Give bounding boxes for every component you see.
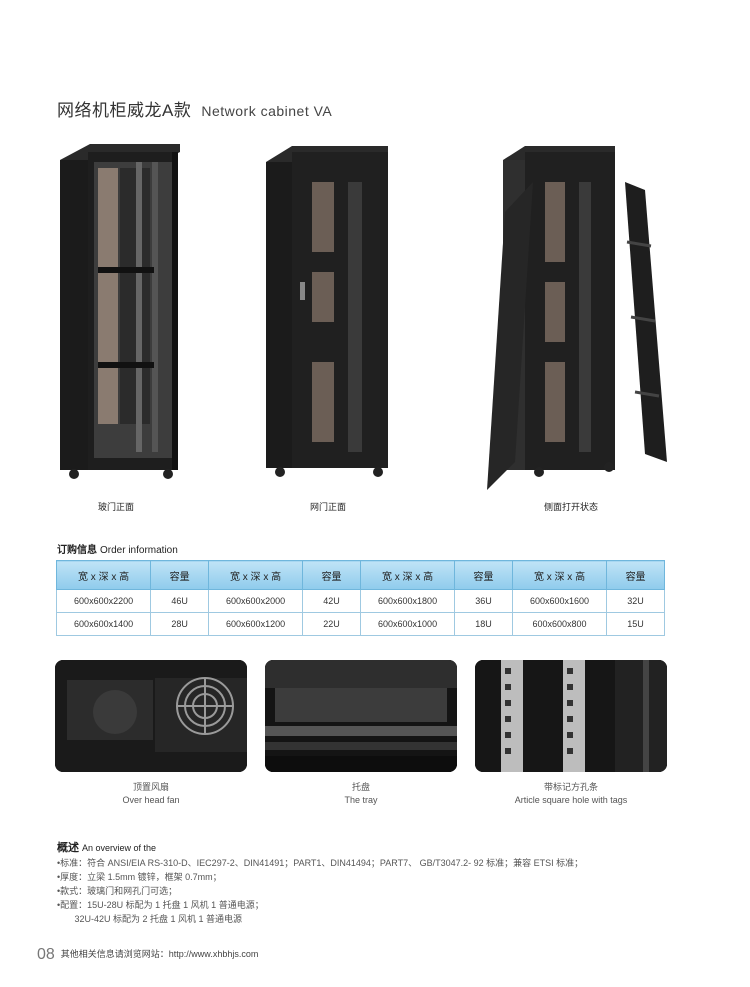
- table-row: 600x600x1400 28U 600x600x1200 22U 600x60…: [55, 612, 665, 636]
- table-cell: 46U: [150, 589, 209, 613]
- overview-line-thickness: •厚度：立梁 1.5mm 镀锌，框架 0.7mm；: [57, 872, 222, 882]
- overview-line-config-2: 32U-42U 标配为 2 托盘 1 风机 1 普通电源: [57, 914, 243, 924]
- overview-line-config: •配置：15U-28U 标配为 1 托盘 1 风机 1 普通电源；: [57, 900, 264, 910]
- header-size: 宽 x 深 x 高: [55, 560, 152, 590]
- header-size: 宽 x 深 x 高: [207, 560, 304, 590]
- header-size: 宽 x 深 x 高: [359, 560, 456, 590]
- header-capacity: 容量: [606, 560, 665, 590]
- order-info-table: 宽 x 深 x 高 容量 宽 x 深 x 高 容量 宽 x 深 x 高 容量 宽…: [55, 560, 665, 636]
- header-capacity: 容量: [454, 560, 513, 590]
- table-cell: 18U: [454, 612, 513, 636]
- photo-caption-fan: 顶置风扇 Over head fan: [122, 782, 180, 805]
- table-cell: 28U: [150, 612, 209, 636]
- overview-line-style: •款式：玻璃门和网孔门可选；: [57, 886, 178, 896]
- page-number: 08: [37, 946, 55, 963]
- cabinet-caption-glass: 玻门正面: [97, 502, 134, 512]
- glass-door-cabinet-image: [60, 144, 180, 479]
- table-cell: 600x600x2000: [207, 589, 304, 613]
- overhead-fan-photo: [55, 660, 247, 772]
- overview-line-standard: •标准：符合 ANSI/EIA RS-310-D、IEC297-2、DIN414…: [57, 858, 584, 868]
- table-cell: 600x600x1200: [207, 612, 304, 636]
- table-cell: 32U: [606, 589, 665, 613]
- header-capacity: 容量: [150, 560, 209, 590]
- table-header-row: 宽 x 深 x 高 容量 宽 x 深 x 高 容量 宽 x 深 x 高 容量 宽…: [55, 560, 665, 590]
- photo-caption-strip: 带标记方孔条 Article square hole with tags: [514, 782, 628, 805]
- header-size: 宽 x 深 x 高: [511, 560, 608, 590]
- footer-website: 其他相关信息请浏览网站：http://www.xhbhjs.com: [60, 949, 259, 959]
- table-cell: 600x600x1000: [359, 612, 456, 636]
- cabinet-caption-mesh: 网门正面: [309, 502, 346, 512]
- cabinet-caption-side: 侧面打开状态: [543, 502, 598, 512]
- mesh-door-cabinet-image: [266, 146, 388, 477]
- table-cell: 600x600x1800: [359, 589, 456, 613]
- table-cell: 15U: [606, 612, 665, 636]
- square-hole-strip-photo: [475, 660, 667, 772]
- side-open-cabinet-image: [487, 146, 667, 490]
- header-capacity: 容量: [302, 560, 361, 590]
- page-footer: 08 其他相关信息请浏览网站：http://www.xhbhjs.com: [37, 946, 258, 964]
- photo-caption-tray: 托盘 The tray: [344, 782, 378, 805]
- table-cell: 22U: [302, 612, 361, 636]
- table-cell: 36U: [454, 589, 513, 613]
- tray-photo: [265, 660, 457, 772]
- table-cell: 600x600x1600: [511, 589, 608, 613]
- table-row: 600x600x2200 46U 600x600x2000 42U 600x60…: [55, 589, 665, 613]
- table-cell: 600x600x1400: [55, 612, 152, 636]
- table-cell: 600x600x2200: [55, 589, 152, 613]
- table-cell: 600x600x800: [511, 612, 608, 636]
- table-cell: 42U: [302, 589, 361, 613]
